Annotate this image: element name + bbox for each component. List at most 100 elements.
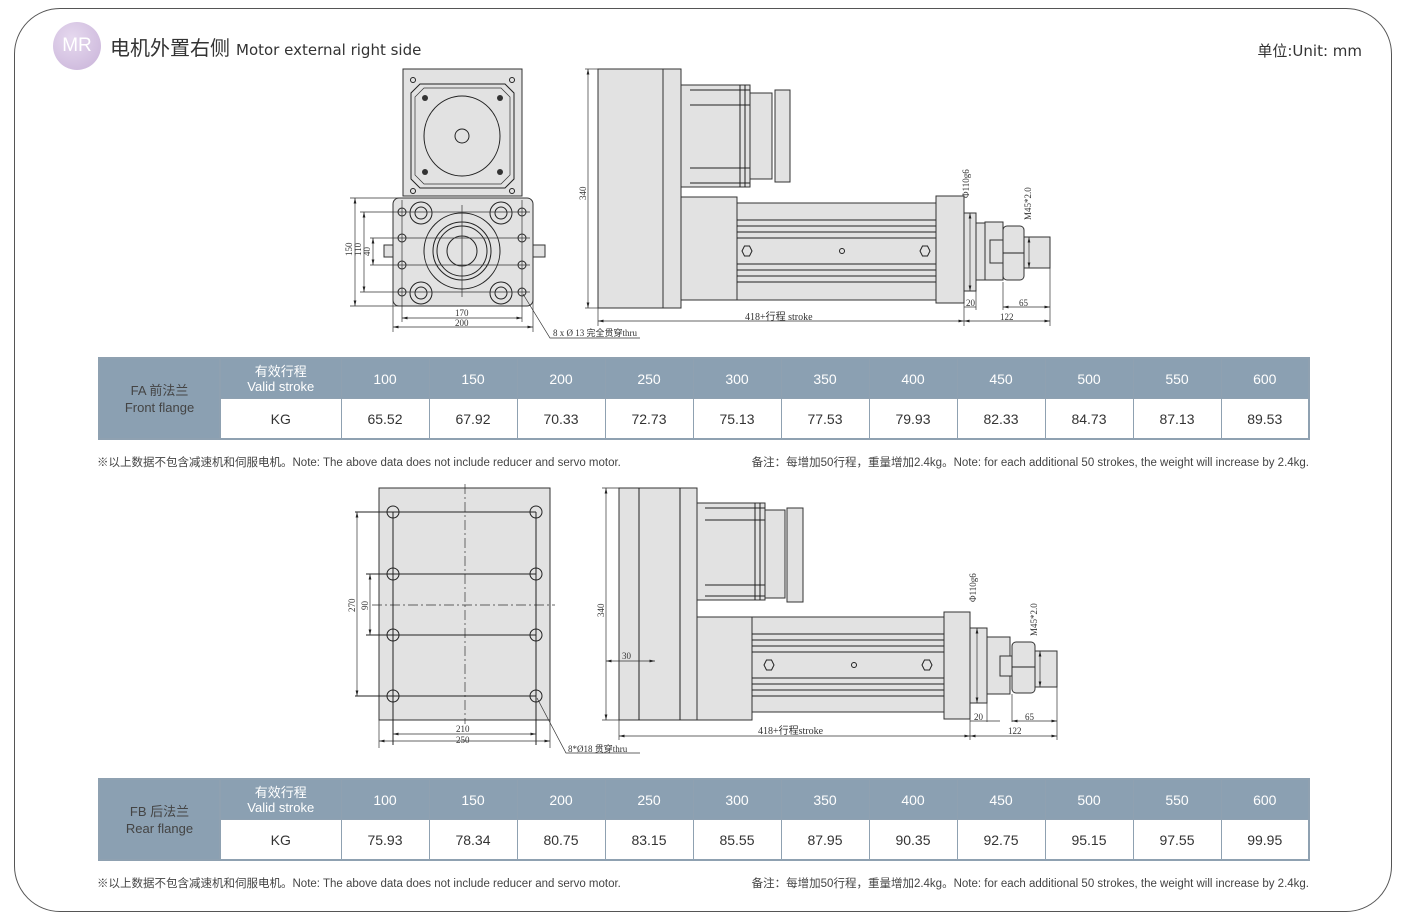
weight-label: KG [219, 819, 342, 861]
stroke-value: 300 [692, 778, 782, 820]
stroke-value: 350 [780, 778, 870, 820]
stroke-label-en: Valid stroke [247, 378, 315, 394]
dim-122: 122 [1008, 726, 1022, 736]
stroke-value: 100 [340, 778, 430, 820]
stroke-value: 250 [604, 357, 694, 399]
unit-label: 单位:Unit: mm [1257, 42, 1362, 60]
dim-90: 90 [360, 601, 370, 611]
thread-dim: M45*2.0 [1023, 187, 1033, 220]
stroke-value: 500 [1044, 778, 1134, 820]
stroke-value: 450 [956, 778, 1046, 820]
stroke-value: 550 [1132, 357, 1222, 399]
stroke-label-cn: 有效行程 [254, 784, 307, 800]
holes-note: 8*Ø18 贯穿thru [568, 743, 628, 754]
stroke-value: 400 [868, 778, 958, 820]
stroke-label-en: Valid stroke [247, 799, 315, 815]
table-weight-row: KG 65.52 67.92 70.33 72.73 75.13 77.53 7… [99, 398, 1310, 440]
weight-value: 87.95 [780, 819, 870, 861]
table-weight-row: KG 75.93 78.34 80.75 83.15 85.55 87.95 9… [99, 819, 1310, 861]
stroke-value: 150 [428, 357, 518, 399]
stroke-value: 500 [1044, 357, 1134, 399]
weight-value: 89.53 [1220, 398, 1310, 440]
stroke-value: 400 [868, 357, 958, 399]
stroke-value: 250 [604, 778, 694, 820]
stroke-dim: 418+行程stroke [758, 724, 824, 737]
weight-value: 75.93 [340, 819, 430, 861]
dim-200: 200 [455, 318, 469, 328]
note-weight-increment: 备注：每增加50行程，重量增加2.4kg。Note: for each addi… [751, 878, 1309, 890]
weight-value: 97.55 [1132, 819, 1222, 861]
weight-value: 78.34 [428, 819, 518, 861]
dim-65: 65 [1025, 712, 1035, 722]
dim-210: 210 [456, 724, 470, 734]
note-weight-increment: 备注：每增加50行程，重量增加2.4kg。Note: for each addi… [751, 457, 1309, 469]
dim-20: 20 [966, 298, 976, 308]
note-exclusion: ※以上数据不包含减速机和伺服电机。Note: The above data do… [97, 878, 621, 890]
dim-270: 270 [347, 598, 357, 612]
flange-type-cn: FB 后法兰 [129, 803, 190, 819]
weight-value: 65.52 [340, 398, 430, 440]
stroke-dim: 418+行程 stroke [745, 310, 813, 323]
stroke-value: 350 [780, 357, 870, 399]
dim-170: 170 [455, 308, 469, 318]
flange-type-en: Rear flange [125, 820, 194, 836]
dim-250: 250 [456, 735, 470, 745]
weight-value: 77.53 [780, 398, 870, 440]
stroke-value: 200 [516, 778, 606, 820]
weight-value: 83.15 [604, 819, 694, 861]
dim-150: 150 [344, 242, 354, 256]
dim-122: 122 [1000, 312, 1014, 322]
dim-340: 340 [596, 603, 606, 617]
holes-note: 8 x Ø 13 完全贯穿thru [553, 327, 637, 338]
weight-value: 67.92 [428, 398, 518, 440]
note-exclusion: ※以上数据不包含减速机和伺服电机。Note: The above data do… [97, 457, 621, 469]
stroke-label-cn: 有效行程 [254, 363, 307, 379]
stroke-value: 600 [1220, 778, 1310, 820]
weight-value: 82.33 [956, 398, 1046, 440]
weight-value: 80.75 [516, 819, 606, 861]
weight-value: 72.73 [604, 398, 694, 440]
stroke-value: 600 [1220, 357, 1310, 399]
title-cn: 电机外置右侧 [110, 36, 230, 60]
dim-110: 110 [353, 242, 363, 256]
stroke-value: 450 [956, 357, 1046, 399]
dim-40: 40 [362, 247, 372, 257]
title-en: Motor external right side [236, 41, 422, 59]
fa-side-view: 340 418+行程 stroke 20 65 122 Φ110g6 M45*2… [578, 68, 1051, 326]
weight-value: 85.55 [692, 819, 782, 861]
page-frame [14, 8, 1392, 912]
weight-value: 87.13 [1132, 398, 1222, 440]
dim-340: 340 [578, 186, 588, 200]
dim-20: 20 [974, 712, 984, 722]
stroke-value: 550 [1132, 778, 1222, 820]
shaft-dim: Φ110g6 [968, 573, 978, 602]
section-badge: MR [53, 22, 101, 70]
weight-value: 70.33 [516, 398, 606, 440]
weight-value: 95.15 [1044, 819, 1134, 861]
weight-value: 84.73 [1044, 398, 1134, 440]
weight-value: 90.35 [868, 819, 958, 861]
weight-label: KG [219, 398, 342, 440]
flange-type-en: Front flange [124, 399, 195, 415]
dim-65: 65 [1019, 298, 1029, 308]
stroke-value: 300 [692, 357, 782, 399]
stroke-value: 100 [340, 357, 430, 399]
weight-value: 92.75 [956, 819, 1046, 861]
fb-side-view: 340 30 418+行程stroke 20 65 122 Φ110g6 M45… [596, 487, 1058, 740]
weight-value: 79.93 [868, 398, 958, 440]
fa-front-view: 150 110 40 170 200 8 x Ø 13 完全贯穿thru [344, 68, 640, 339]
fb-front-view: 270 90 210 250 8*Ø18 贯穿thru [347, 484, 640, 754]
stroke-value: 150 [428, 778, 518, 820]
stroke-value: 200 [516, 357, 606, 399]
weight-value: 99.95 [1220, 819, 1310, 861]
flange-type-cn: FA 前法兰 [130, 382, 189, 398]
weight-value: 75.13 [692, 398, 782, 440]
